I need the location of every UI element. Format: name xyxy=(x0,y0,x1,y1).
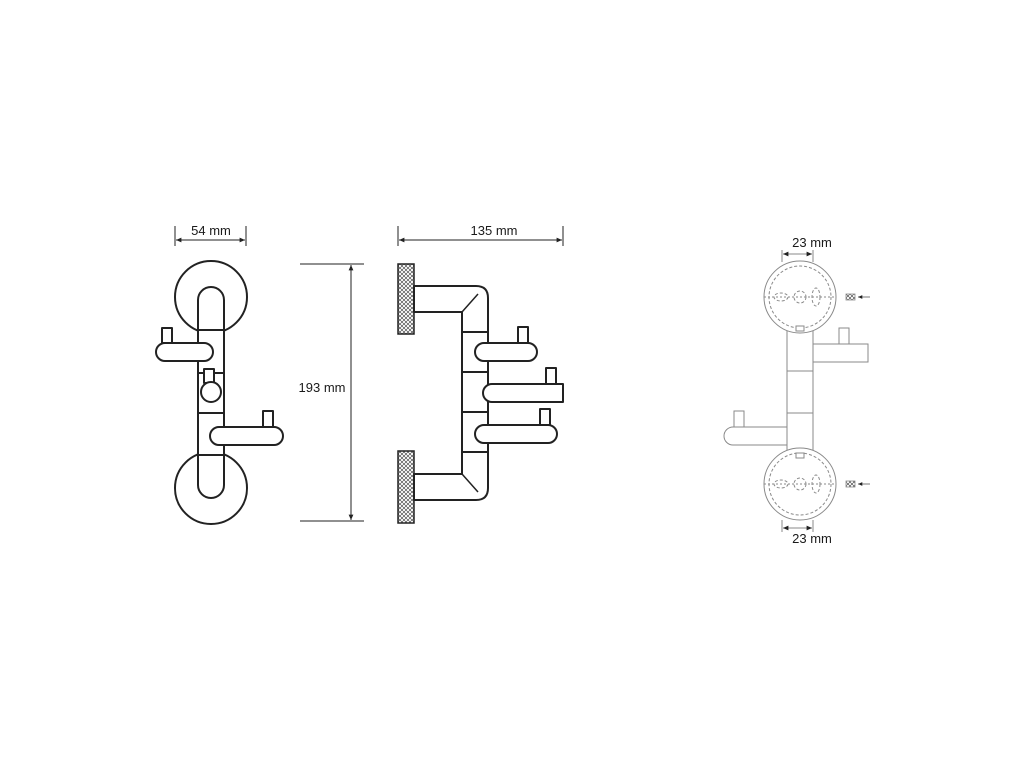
mount-shaft xyxy=(786,327,814,459)
front-width-dimension: 54 mm xyxy=(174,223,247,246)
side-hook-3 xyxy=(474,408,558,444)
mount-arm-left xyxy=(723,410,788,446)
mount-top-label: 23 mm xyxy=(792,235,832,250)
side-segments xyxy=(462,331,488,453)
mount-top-dimension: 23 mm xyxy=(781,235,832,262)
height-label: 193 mm xyxy=(299,380,346,395)
mount-disc-bottom xyxy=(763,447,837,521)
front-view: 54 mm xyxy=(155,223,284,525)
side-view: 135 mm xyxy=(397,223,564,524)
center-knob xyxy=(200,368,222,403)
height-dimension: 193 mm xyxy=(299,263,364,522)
screw-bottom xyxy=(845,480,870,488)
side-depth-dimension: 135 mm xyxy=(397,223,564,246)
mount-bottom-label: 23 mm xyxy=(792,531,832,546)
mount-bottom-dimension: 23 mm xyxy=(781,520,832,546)
side-hook-2 xyxy=(482,367,564,403)
screw-top xyxy=(845,293,870,301)
wall-plate-bottom xyxy=(397,450,415,524)
side-hook-1 xyxy=(474,326,538,362)
hook-arm-right xyxy=(209,410,284,446)
hook-arm-left xyxy=(155,327,214,362)
wall-plate-top xyxy=(397,263,415,335)
mount-disc-top xyxy=(763,260,837,334)
side-arm-body xyxy=(413,285,489,501)
mount-arm-right xyxy=(812,327,869,363)
mounting-view: 23 mm xyxy=(723,235,870,546)
side-depth-label: 135 mm xyxy=(471,223,518,238)
front-width-label: 54 mm xyxy=(191,223,231,238)
